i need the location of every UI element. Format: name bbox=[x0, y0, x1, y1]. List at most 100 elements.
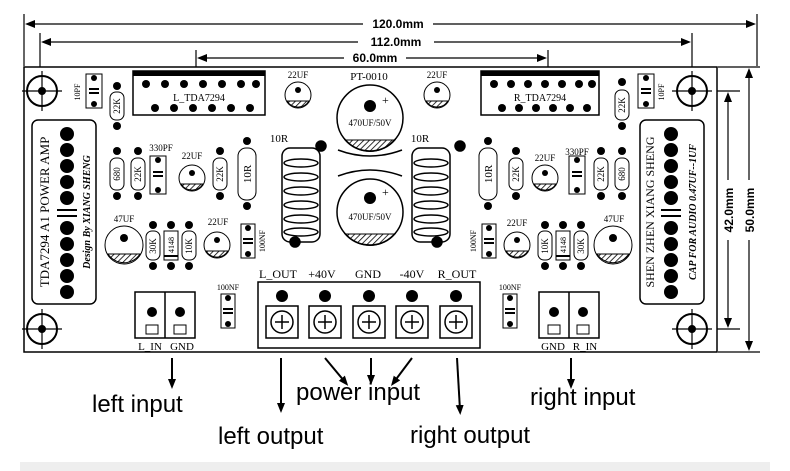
capacitor-330pf-right: 330PF bbox=[565, 147, 589, 195]
resistor-680-right: 680 bbox=[614, 147, 630, 200]
annotation-right-output: right output bbox=[410, 422, 530, 449]
capacitor-100nf-label: 100NF bbox=[258, 229, 267, 252]
dimension-labels: 120.0mm 112.0mm 60.0mm 42.0mm 50.0mm bbox=[344, 15, 757, 240]
screw-terminal bbox=[265, 290, 299, 339]
resistor-22k-label: 22K bbox=[112, 98, 122, 114]
annotation-arrows bbox=[168, 357, 575, 415]
terminal-gnd-label: GND bbox=[170, 341, 194, 353]
resistor-10k-label: 10K bbox=[184, 238, 194, 254]
capacitor-100nf-right: 100NF bbox=[469, 223, 497, 259]
resistor-22k-left-right: 22K bbox=[212, 147, 228, 200]
resistor-22k-right-top: 22K bbox=[614, 78, 630, 130]
screw-terminal bbox=[308, 290, 342, 339]
inductor-right bbox=[411, 140, 466, 248]
terminal-plus40-label: +40V bbox=[308, 267, 336, 281]
capacitor-470uf-label: 470UF/50V bbox=[348, 118, 392, 128]
screw-terminal bbox=[352, 290, 386, 339]
diode-4148-label: 4148 bbox=[559, 237, 568, 253]
terminal-minus40-label: -40V bbox=[400, 267, 425, 281]
capacitor-100nf-left: 100NF bbox=[240, 223, 267, 259]
capacitor-470uf-top: + 470UF/50V bbox=[336, 84, 404, 152]
bottom-strip bbox=[20, 462, 770, 471]
ic-left-header: L_TDA7294 bbox=[132, 70, 266, 116]
resistor-10r-label: 10R bbox=[242, 164, 254, 183]
capacitor-10pf-label: 10PF bbox=[657, 83, 666, 100]
capacitor-22uf-top-left: 22UF bbox=[284, 70, 312, 109]
ic-left-label: L_TDA7294 bbox=[173, 93, 225, 104]
capacitor-22uf-label: 22UF bbox=[535, 153, 556, 163]
board-title-text: TDA7294 A1 POWER AMP bbox=[37, 137, 52, 288]
capacitor-22uf-label: 22UF bbox=[288, 70, 309, 80]
capacitor-47uf-right: 47UF bbox=[593, 214, 633, 265]
resistor-10r-right: 10R bbox=[478, 137, 498, 210]
capacitor-470uf-brace bbox=[337, 149, 403, 177]
mounting-hole bbox=[672, 309, 712, 349]
resistor-680-left: 680 bbox=[109, 147, 125, 200]
resistor-30k-label: 30K bbox=[148, 238, 158, 254]
annotation-left-output: left output bbox=[218, 423, 324, 450]
ic-right-label: R_TDA7294 bbox=[514, 93, 566, 104]
board-design-text: Design By XIANG SHENG bbox=[82, 154, 93, 269]
capacitor-22uf-low-left: 22UF bbox=[203, 217, 231, 259]
inductor-right-label: 10R bbox=[411, 133, 430, 145]
dim-height-total: 50.0mm bbox=[743, 188, 757, 233]
capacitor-100nf-bottom-right: 100NF bbox=[499, 283, 522, 329]
resistor-10k-label: 10K bbox=[540, 238, 550, 254]
capacitor-10pf-left: 10PF bbox=[73, 73, 103, 109]
resistor-22k-left-mid: 22K bbox=[130, 147, 146, 200]
dim-width-holes: 112.0mm bbox=[371, 35, 422, 49]
capacitor-470uf-bottom: + 470UF/50V bbox=[336, 178, 404, 246]
mounting-hole bbox=[22, 71, 62, 111]
capacitor-330pf-left: 330PF bbox=[149, 143, 173, 195]
terminal-left-input: L_IN GND bbox=[134, 291, 196, 353]
diode-4148-label: 4148 bbox=[167, 237, 176, 253]
ic-right-header: R_TDA7294 bbox=[480, 70, 600, 116]
capacitor-47uf-label: 47UF bbox=[114, 214, 135, 224]
resistor-30k-right: 30K bbox=[573, 221, 589, 270]
annotation-left-input: left input bbox=[92, 391, 183, 418]
company-text: SHEN ZHEN XIANG SHENG bbox=[643, 136, 657, 287]
terminal-gnd-label: GND bbox=[541, 341, 565, 353]
capacitor-100nf-label: 100NF bbox=[217, 283, 240, 292]
capacitor-330pf-label: 330PF bbox=[565, 147, 589, 157]
capacitor-10pf-label: 10PF bbox=[73, 83, 82, 100]
resistor-10k-left: 10K bbox=[181, 221, 197, 270]
terminal-output-power-block: L_OUT +40V GND -40V R_OUT bbox=[257, 267, 481, 349]
terminal-l-out-label: L_OUT bbox=[259, 267, 298, 281]
resistor-10r-left: 10R bbox=[237, 137, 257, 210]
capacitor-330pf-label: 330PF bbox=[149, 143, 173, 153]
capacitor-22uf-label: 22UF bbox=[208, 217, 229, 227]
resistor-22k-label: 22K bbox=[617, 97, 627, 113]
resistor-10r-label: 10R bbox=[483, 164, 495, 183]
mounting-hole bbox=[22, 309, 62, 349]
diode-4148-right: 4148 bbox=[555, 221, 571, 270]
inductor-left-label: 10R bbox=[270, 133, 289, 145]
inductor-left bbox=[281, 140, 327, 248]
terminal-right-input: GND R_IN bbox=[538, 291, 600, 353]
capacitor-470uf-label: 470UF/50V bbox=[348, 212, 392, 222]
plus-mark: + bbox=[382, 93, 389, 107]
capacitor-100nf-bottom-left: 100NF bbox=[217, 283, 240, 329]
dim-width-total: 120.0mm bbox=[372, 17, 423, 31]
resistor-22k-left-top: 22K bbox=[109, 82, 125, 130]
board-model-label: PT-0010 bbox=[350, 71, 388, 83]
capacitor-22uf-label: 22UF bbox=[507, 218, 528, 228]
diode-4148-left: 4148 bbox=[163, 221, 179, 270]
terminal-gnd-label: GND bbox=[355, 267, 381, 281]
left-input-cap-block: TDA7294 A1 POWER AMP Design By XIANG SHE… bbox=[31, 119, 97, 305]
mounting-holes bbox=[22, 71, 712, 349]
annotation-power-input: power input bbox=[296, 379, 420, 406]
capacitor-22uf-mid-left: 22UF bbox=[178, 151, 206, 192]
resistor-22k-label: 22K bbox=[215, 166, 225, 182]
annotation-right-input: right input bbox=[530, 384, 636, 411]
resistor-22k-right-mid: 22K bbox=[593, 147, 609, 200]
capacitor-22uf-low-right: 22UF bbox=[503, 218, 531, 259]
resistor-22k-label: 22K bbox=[133, 166, 143, 182]
cap-note-text: CAP FOR AUDIO 0.47UF--1UF bbox=[688, 144, 699, 280]
screw-terminal bbox=[439, 290, 473, 339]
capacitor-47uf-label: 47UF bbox=[604, 214, 625, 224]
dim-width-ic: 60.0mm bbox=[353, 51, 398, 65]
resistor-30k-label: 30K bbox=[576, 238, 586, 254]
resistor-22k-right-left: 22K bbox=[508, 147, 524, 200]
